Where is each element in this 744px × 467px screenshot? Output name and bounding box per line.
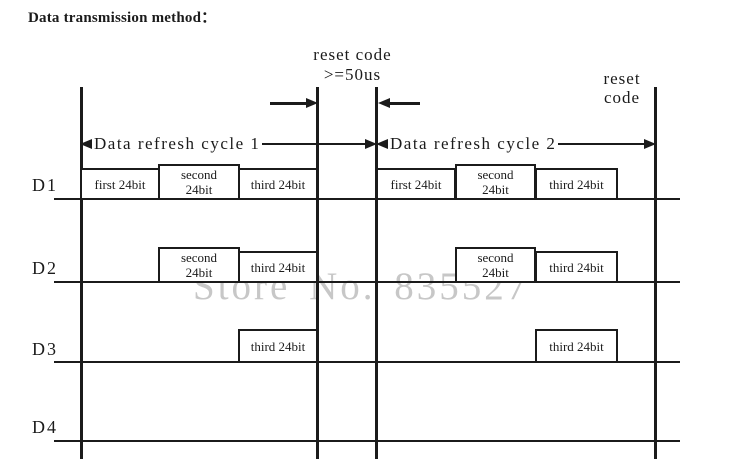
arrow-into-reset-left — [270, 96, 318, 110]
arrow-left-icon — [376, 139, 388, 149]
signal-line-d1 — [54, 198, 680, 200]
arrow-into-reset-right — [378, 96, 420, 110]
reset-code-label-right: reset code — [590, 69, 654, 107]
signal-box-d1-c2-third: third 24bit — [535, 168, 618, 200]
box-label: second — [180, 250, 218, 265]
box-label: second — [477, 250, 514, 265]
box-label: 24bit — [185, 182, 213, 197]
reset-code-text: reset code — [313, 45, 392, 64]
cycle1-measure: Data refresh cycle 1 — [80, 134, 377, 154]
reset-text-line2: code — [603, 88, 641, 107]
signal-box-d1-c1-second: second 24bit — [158, 164, 240, 200]
box-label: second — [180, 167, 218, 182]
signal-box-d1-c2-first: first 24bit — [376, 168, 456, 200]
row-label-d4: D4 — [32, 417, 58, 437]
boundary-line-cycle2-end — [654, 87, 657, 459]
box-label: first 24bit — [94, 176, 146, 192]
box-label: second — [477, 167, 514, 182]
cycle2-label: Data refresh cycle 2 — [390, 134, 557, 153]
signal-box-d2-c1-third: third 24bit — [238, 251, 318, 283]
signal-box-d2-c1-second: second 24bit — [158, 247, 240, 283]
box-label: third 24bit — [549, 259, 604, 275]
signal-box-d1-c1-third: third 24bit — [238, 168, 318, 200]
box-label: 24bit — [482, 265, 509, 280]
page-title: Data transmission method： — [28, 10, 217, 26]
reset-code-label-center: reset code >=50us — [290, 45, 415, 85]
signal-line-d2 — [54, 281, 680, 283]
reset-text-line1: reset — [603, 69, 641, 88]
reset-duration-text: >=50us — [323, 65, 382, 84]
box-label: third 24bit — [549, 338, 604, 354]
row-label-d3: D3 — [32, 339, 58, 359]
signal-box-d2-c2-second: second 24bit — [455, 247, 536, 283]
box-label: 24bit — [185, 265, 213, 280]
signal-box-d1-c1-first: first 24bit — [80, 168, 160, 200]
arrow-left-icon — [378, 98, 390, 108]
arrow-right-icon — [365, 139, 377, 149]
box-label: third 24bit — [250, 338, 306, 354]
boundary-line-reset-end — [375, 87, 378, 459]
measure-line — [558, 143, 644, 145]
arrow-stem — [270, 101, 306, 105]
box-label: third 24bit — [250, 176, 306, 192]
arrow-right-icon — [306, 98, 318, 108]
signal-box-d1-c2-second: second 24bit — [455, 164, 536, 200]
box-label: third 24bit — [549, 176, 604, 192]
measure-line — [262, 143, 365, 145]
arrow-right-icon — [644, 139, 656, 149]
box-label: third 24bit — [250, 259, 306, 275]
arrow-stem — [390, 101, 420, 105]
row-label-d2: D2 — [32, 258, 58, 278]
box-label: first 24bit — [390, 176, 442, 192]
signal-box-d3-c1-third: third 24bit — [238, 329, 318, 363]
signal-line-d3 — [54, 361, 680, 363]
signal-box-d3-c2-third: third 24bit — [535, 329, 618, 363]
box-label: 24bit — [482, 182, 509, 197]
row-label-d1: D1 — [32, 175, 58, 195]
signal-line-d4 — [54, 440, 680, 442]
arrow-left-icon — [80, 139, 92, 149]
cycle1-label: Data refresh cycle 1 — [94, 134, 261, 153]
cycle2-measure: Data refresh cycle 2 — [376, 134, 656, 154]
signal-box-d2-c2-third: third 24bit — [535, 251, 618, 283]
boundary-line-cycle1-start — [80, 87, 83, 459]
